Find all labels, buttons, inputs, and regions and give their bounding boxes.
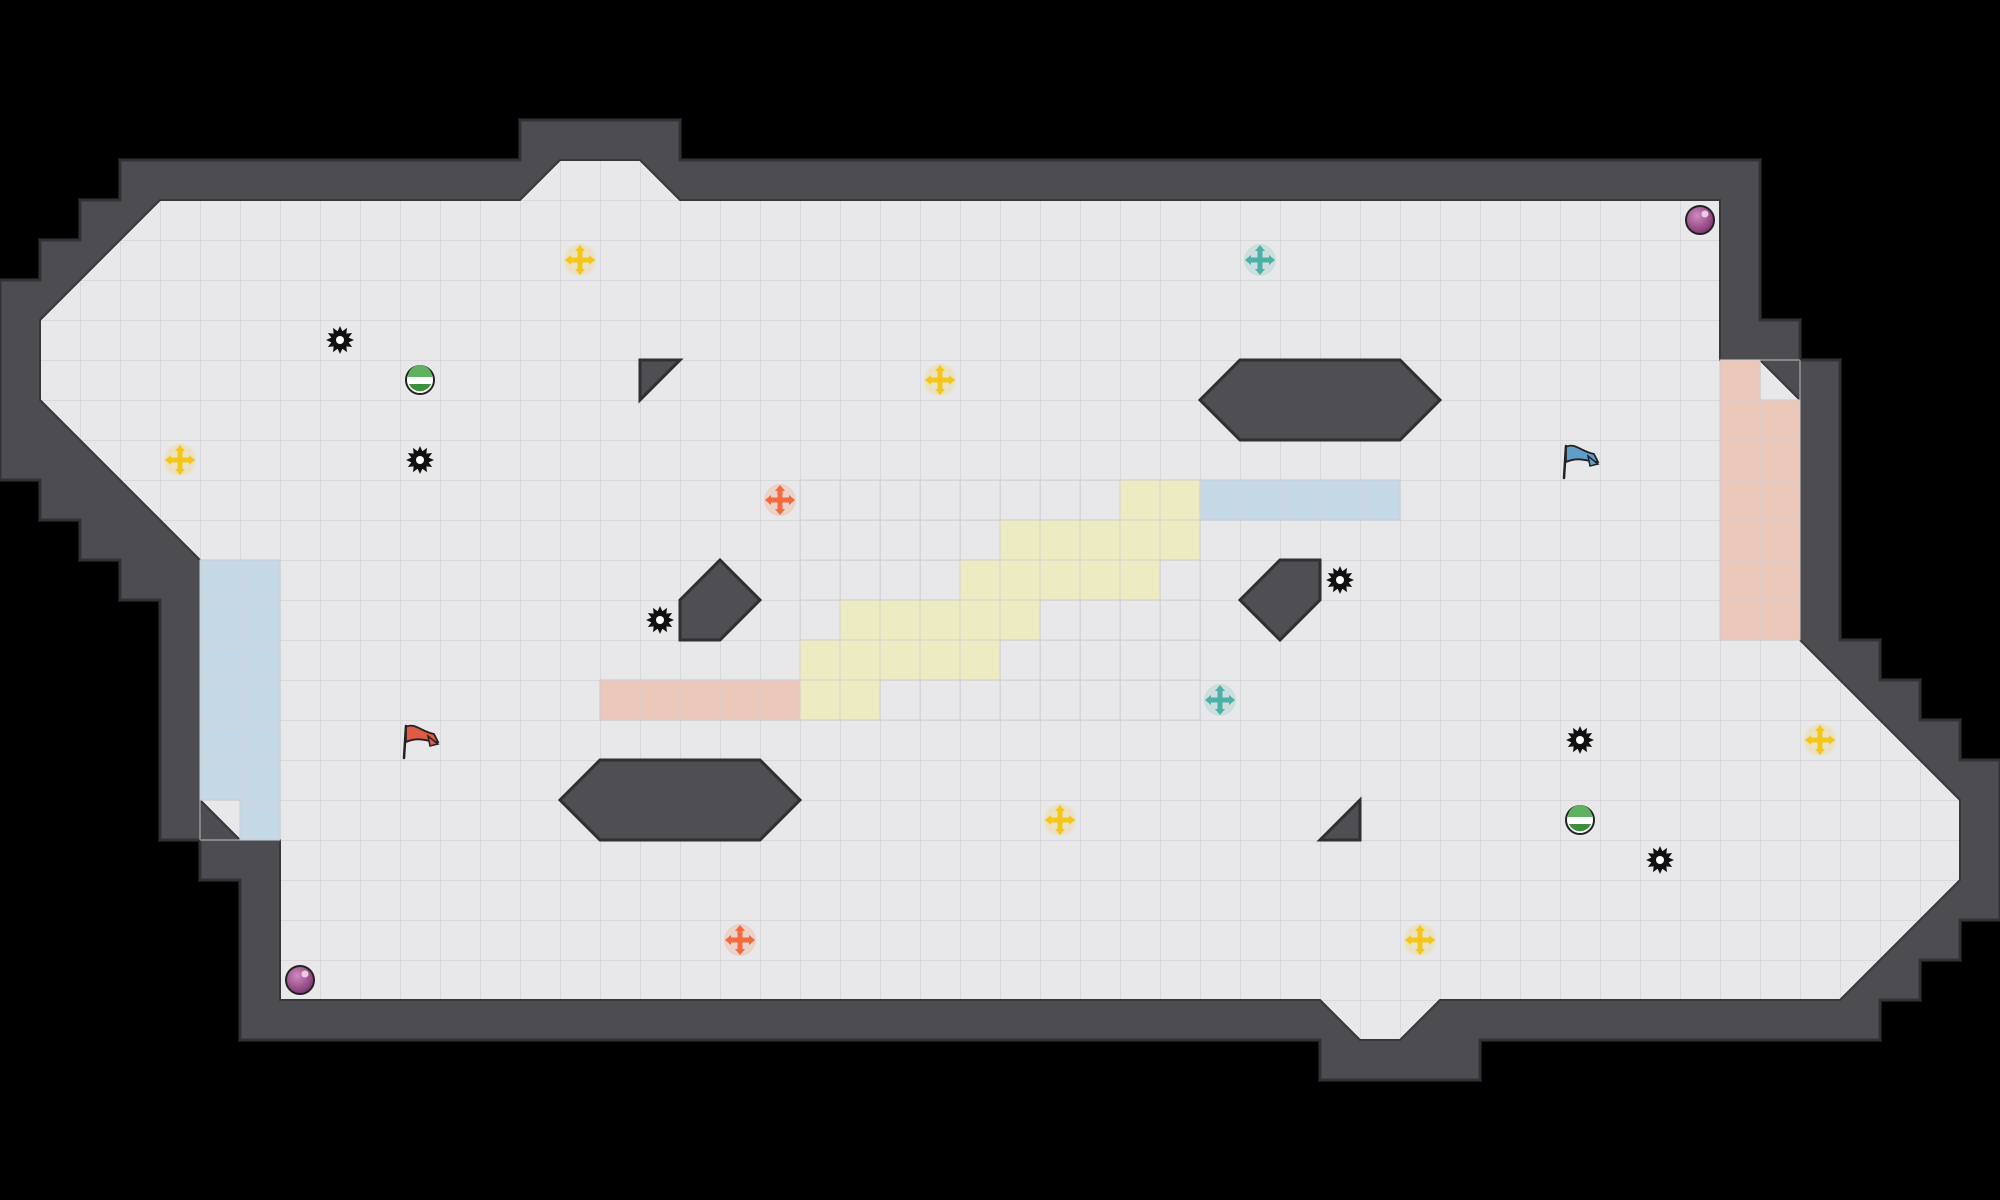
pentagon-obstacle-left: [678, 557, 763, 642]
yellow-cross-pickup-icon[interactable]: [164, 444, 196, 476]
zone-grid-lines: [199, 359, 1801, 841]
blue-flag-icon[interactable]: [1562, 444, 1600, 480]
purple-orb-icon[interactable]: [1685, 205, 1715, 235]
hex-obstacle-top: [1197, 358, 1443, 442]
red-flag-icon[interactable]: [402, 724, 440, 760]
teal-cross-pickup-icon[interactable]: [1204, 684, 1236, 716]
orange-cross-pickup-icon[interactable]: [764, 484, 796, 516]
pentagon-obstacle-right: [1237, 558, 1322, 643]
red-zone-center: [599, 679, 801, 721]
triangle-obstacle-top: [638, 358, 684, 404]
yellow-cross-pickup-icon[interactable]: [564, 244, 596, 276]
colored-zones: [199, 359, 1801, 841]
orange-cross-pickup-icon[interactable]: [724, 924, 756, 956]
pickups-layer: [164, 205, 1836, 995]
obstacles: [557, 358, 1443, 842]
spike-mine-icon[interactable]: [1566, 726, 1594, 754]
yellow-cross-pickup-icon[interactable]: [1804, 724, 1836, 756]
spike-mine-icon[interactable]: [1326, 566, 1354, 594]
blue-zone-top: [1199, 479, 1401, 521]
triangle-obstacle-bottom: [1316, 796, 1362, 842]
yellow-cross-pickup-icon[interactable]: [1044, 804, 1076, 836]
yellow-cross-pickup-icon[interactable]: [1404, 924, 1436, 956]
spike-mine-icon[interactable]: [406, 446, 434, 474]
yellow-cross-pickup-icon[interactable]: [924, 364, 956, 396]
green-orb-icon[interactable]: [1565, 805, 1595, 835]
spike-mine-icon[interactable]: [326, 326, 354, 354]
spike-mine-icon[interactable]: [1646, 846, 1674, 874]
hex-obstacle-bottom: [557, 758, 803, 842]
green-orb-icon[interactable]: [405, 365, 435, 395]
purple-orb-icon[interactable]: [285, 965, 315, 995]
spike-mine-icon[interactable]: [646, 606, 674, 634]
teal-cross-pickup-icon[interactable]: [1244, 244, 1276, 276]
